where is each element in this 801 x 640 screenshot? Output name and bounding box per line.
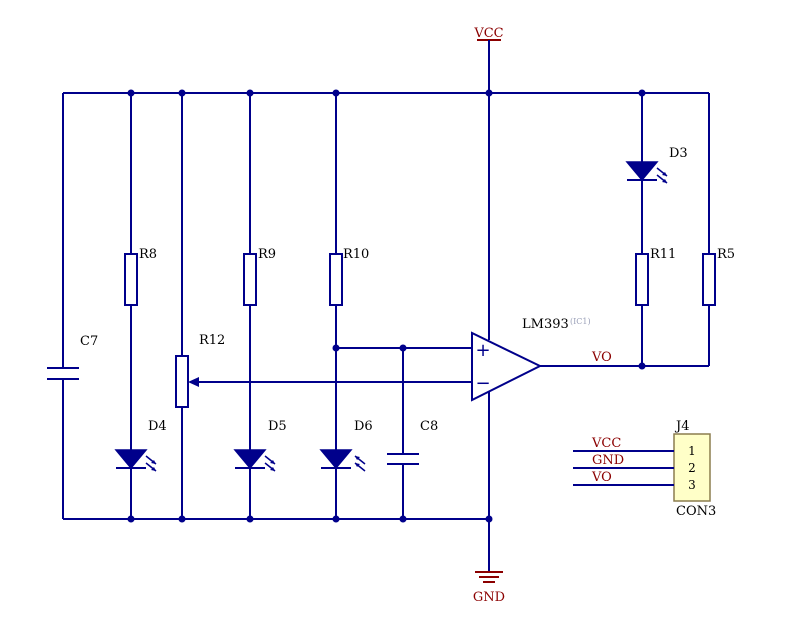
connector-body: [673, 433, 711, 502]
comparator-lm393: + − LM393 (IC1): [471, 93, 591, 519]
pin1-net-label: VCC: [591, 436, 621, 451]
capacitor-c7: C7: [47, 93, 98, 519]
r11-label: R11: [650, 247, 676, 262]
light-emission-arrows-icon: [264, 455, 276, 472]
junction-dot: [127, 89, 135, 97]
pin2-net-label: GND: [592, 453, 624, 468]
junction-dot: [399, 515, 407, 523]
junction-dot: [246, 89, 254, 97]
photodiode-d6: D6: [319, 419, 373, 519]
resistor-r9: R9: [243, 93, 276, 450]
gnd-label: GND: [473, 590, 505, 605]
r5-label: R5: [717, 247, 735, 262]
vcc-power-symbol: VCC: [473, 26, 504, 93]
minus-input-sign: −: [475, 373, 490, 394]
junction-dot: [332, 89, 340, 97]
junction-dot: [127, 515, 135, 523]
r9-label: R9: [258, 247, 276, 262]
resistor-r11: R11: [635, 247, 676, 366]
pin2-number: 2: [688, 461, 696, 475]
junction-dot: [638, 89, 646, 97]
c8-label: C8: [420, 419, 438, 434]
r10-label: R10: [343, 247, 369, 262]
j4-ref-label: J4: [674, 419, 689, 434]
led-d5: D5: [233, 419, 287, 519]
vcc-label: VCC: [473, 26, 503, 41]
pin3-number: 3: [688, 478, 696, 492]
d3-label: D3: [669, 146, 688, 161]
junction-dot: [485, 89, 493, 97]
wiper-arrow-icon: [188, 377, 199, 387]
c7-label: C7: [80, 334, 98, 349]
d4-label: D4: [148, 419, 167, 434]
junction-dot: [332, 515, 340, 523]
plus-input-sign: +: [475, 340, 490, 361]
potentiometer-r12: R12: [175, 93, 472, 519]
resistor-r8: R8: [124, 93, 157, 450]
connector-j4: J4 VCC GND VO 1 2 3 CON3: [573, 419, 716, 519]
pin1-number: 1: [688, 444, 696, 458]
light-emission-arrows-icon: [145, 455, 157, 472]
junction-dot: [178, 89, 186, 97]
gnd-power-symbol: GND: [473, 519, 505, 605]
led-d3: D3: [625, 93, 688, 254]
vo-net-label: VO: [591, 350, 612, 365]
capacitor-c8: C8: [387, 348, 438, 519]
junction-dot: [178, 515, 186, 523]
junction-dot: [246, 515, 254, 523]
con3-part-label: CON3: [676, 504, 716, 519]
light-receive-arrows-icon: [354, 455, 366, 472]
light-emission-arrows-icon: [656, 167, 668, 184]
pin3-net-label: VO: [591, 470, 612, 485]
ic-ref-label: (IC1): [570, 317, 591, 326]
resistor-r5: R5: [702, 93, 735, 366]
r12-label: R12: [199, 333, 225, 348]
led-d4: D4: [114, 419, 167, 519]
resistor-r10: R10: [329, 93, 369, 450]
d5-label: D5: [268, 419, 287, 434]
d6-label: D6: [354, 419, 373, 434]
r8-label: R8: [139, 247, 157, 262]
junction-dot: [399, 344, 407, 352]
junction-dot: [485, 515, 493, 523]
ic-name-label: LM393: [522, 317, 569, 332]
junction-dots: [127, 89, 646, 523]
junction-dot: [638, 362, 646, 370]
junction-dot: [332, 344, 340, 352]
